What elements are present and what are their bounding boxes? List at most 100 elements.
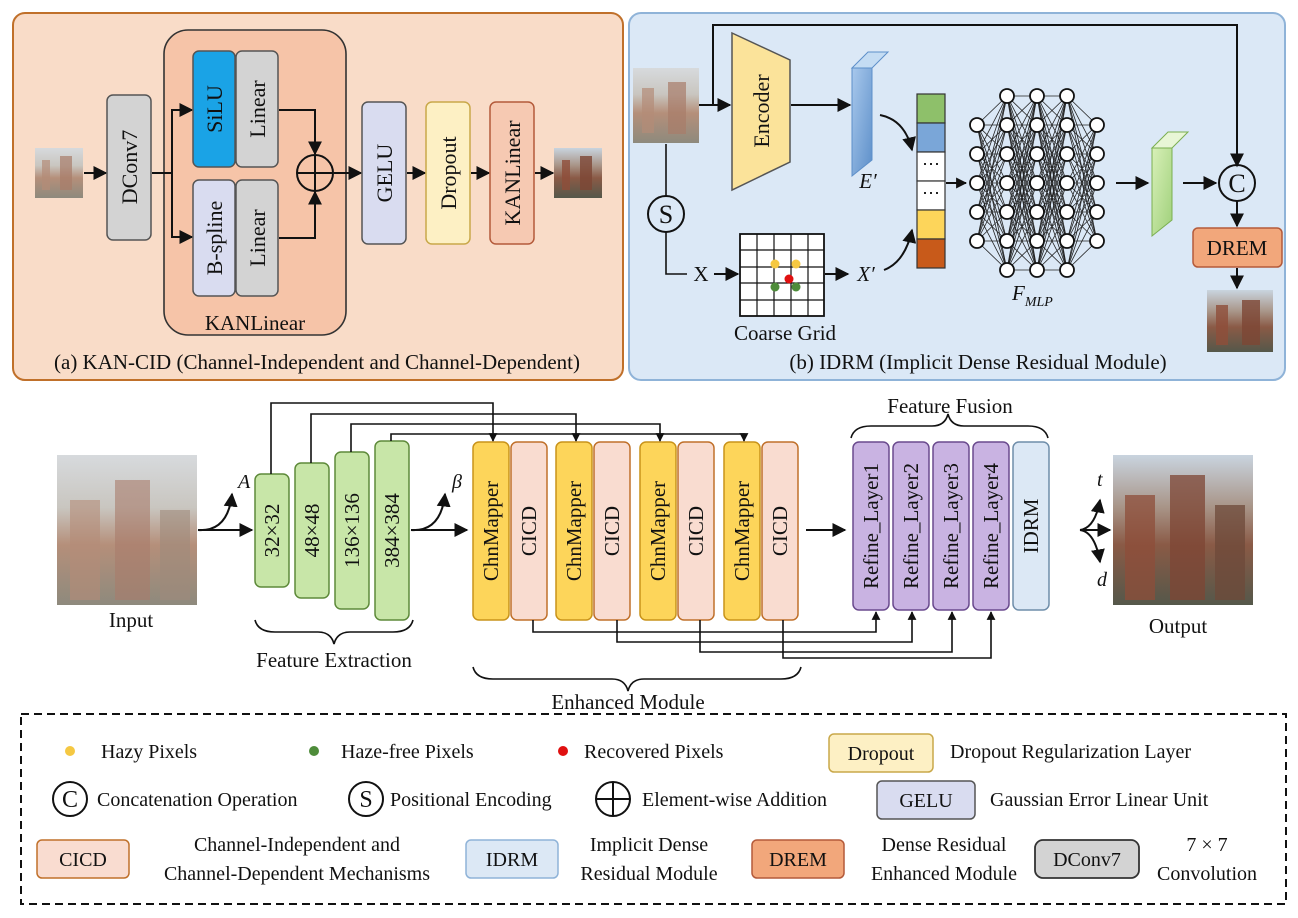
line-s-to-x xyxy=(665,232,687,275)
mlp-neuron xyxy=(1029,204,1045,220)
mlp-neuron xyxy=(999,175,1015,191)
mlp-neuron xyxy=(1059,88,1075,104)
encoder-label: Encoder xyxy=(749,74,774,148)
cicd-label-4: CICD xyxy=(768,506,792,556)
arrow-a-branch xyxy=(197,492,238,532)
extract-block-label-4: 384×384 xyxy=(380,493,404,568)
legend-add-icon xyxy=(595,781,631,817)
legend-dropout-box-label: Dropout xyxy=(848,743,915,765)
enhanced-module-label: Enhanced Module xyxy=(551,690,704,714)
e-prime-label: E′ xyxy=(858,169,877,193)
feature-vector xyxy=(916,93,946,269)
panel-b-output-image xyxy=(1207,290,1273,352)
panel-b-background xyxy=(628,12,1286,381)
legend-concat-desc: Concatenation Operation xyxy=(97,789,298,811)
cicd-block-4 xyxy=(761,441,799,621)
dropout-label: Dropout xyxy=(436,136,461,209)
mlp-neuron xyxy=(1089,175,1105,191)
refine-layer-label-1: Refine_Layer1 xyxy=(859,463,883,589)
cicd-block-1 xyxy=(510,441,548,621)
mlp-neuron xyxy=(999,146,1015,162)
extract-block-4 xyxy=(374,440,410,621)
legend-dropout-desc: Dropout Regularization Layer xyxy=(950,741,1191,763)
panel-a-caption: (a) KAN-CID (Channel-Independent and Cha… xyxy=(54,350,580,374)
arrow-d-branch xyxy=(1079,529,1105,564)
legend-cicd-box xyxy=(36,839,130,879)
c-symbol-label: C xyxy=(1228,169,1245,198)
feature-extraction-label: Feature Extraction xyxy=(256,648,412,672)
legend-gelu-box-label: GELU xyxy=(899,790,953,812)
refine-layer-label-2: Refine_Layer2 xyxy=(899,463,923,589)
legend-positional-icon: S xyxy=(348,781,384,817)
idrm-label: IDRM xyxy=(1019,498,1043,553)
legend-dconv-box xyxy=(1034,839,1140,879)
panel-a-output-image xyxy=(554,148,602,198)
bspline-block xyxy=(192,179,236,297)
cicd-block-2 xyxy=(593,441,631,621)
refine-layer-block-1 xyxy=(852,441,890,611)
legend-cicd-desc-2: Channel-Dependent Mechanisms xyxy=(164,863,430,885)
fmlp-sub: MLP xyxy=(1024,295,1053,310)
coarse-grid-label: Coarse Grid xyxy=(734,321,837,345)
mlp-neuron xyxy=(1059,175,1075,191)
legend-drem-box-label: DREM xyxy=(769,849,827,871)
mlp-neuron xyxy=(1029,175,1045,191)
gelu-label: GELU xyxy=(372,144,397,203)
dconv7-label: DConv7 xyxy=(117,130,142,205)
mlp-neuron xyxy=(969,175,985,191)
extract-block-3 xyxy=(334,451,370,610)
mlp-neuron xyxy=(999,117,1015,133)
mlp-neuron xyxy=(1059,233,1075,249)
mlp-neuron xyxy=(1089,204,1105,220)
feature-fusion-brace xyxy=(850,413,1049,439)
legend-hazy-dot xyxy=(65,746,75,756)
linear-bottom-block xyxy=(235,179,279,297)
d-label: d xyxy=(1097,569,1108,591)
fmlp-label: FMLP xyxy=(1011,281,1053,310)
refine-layer-block-4 xyxy=(972,441,1010,611)
input-label: Input xyxy=(109,608,153,632)
legend-haze-free: Haze-free Pixels xyxy=(341,741,474,763)
chnmapper-label-2: ChnMapper xyxy=(562,481,586,581)
chnmapper-label-1: ChnMapper xyxy=(479,481,503,581)
drem-label: DREM xyxy=(1207,236,1268,260)
idrm-block xyxy=(1012,441,1050,611)
legend-add-desc: Element-wise Addition xyxy=(642,789,827,811)
s-symbol-label: S xyxy=(659,200,673,229)
hazy-pixel-dot xyxy=(791,259,801,269)
refine-layer-label-3: Refine_Layer3 xyxy=(939,463,963,589)
extraction-skip-connections xyxy=(270,402,749,474)
legend-gelu-box xyxy=(876,780,976,820)
mlp-neuron xyxy=(969,146,985,162)
mlp-neuron xyxy=(1089,146,1105,162)
legend-pos-desc: Positional Encoding xyxy=(390,789,552,811)
mlp-neuron xyxy=(969,204,985,220)
mlp-neuron xyxy=(1059,262,1075,278)
arrow-t-branch xyxy=(1079,498,1105,531)
panel-a-input-image xyxy=(35,148,83,198)
dropout-block xyxy=(425,101,471,245)
legend-idrm-box-label: IDRM xyxy=(486,849,538,871)
legend-s-symbol: S xyxy=(359,787,372,813)
silu-block xyxy=(192,50,236,168)
mlp-neuron xyxy=(1089,233,1105,249)
mlp-neuron xyxy=(1029,88,1045,104)
encoder-block xyxy=(731,31,791,192)
cicd-to-refine-connections xyxy=(532,611,996,659)
cicd-label-1: CICD xyxy=(517,506,541,556)
legend-dconv-box-label: DConv7 xyxy=(1053,849,1121,871)
legend-cicd-desc-1: Channel-Independent and xyxy=(194,834,400,856)
x-prime-label: X′ xyxy=(856,262,875,286)
arrow-bspline-to-add xyxy=(279,190,322,239)
arrow-to-silu xyxy=(152,103,194,174)
feature-extraction-brace xyxy=(254,619,414,645)
linear-top-label: Linear xyxy=(245,80,270,138)
chnmapper-label-4: ChnMapper xyxy=(730,481,754,581)
beta-label: β xyxy=(451,471,462,493)
mlp-neuron xyxy=(999,262,1015,278)
x-label: X xyxy=(693,262,708,286)
extract-block-label-2: 48×48 xyxy=(300,504,324,558)
refine-layer-block-2 xyxy=(892,441,930,611)
